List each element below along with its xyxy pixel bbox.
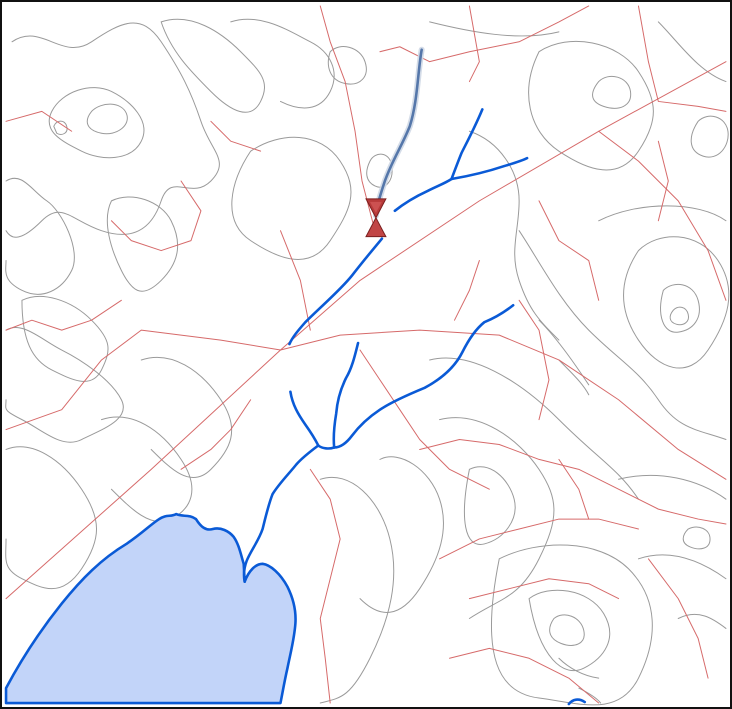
road-line xyxy=(5,110,73,132)
contour-line xyxy=(528,40,654,171)
contour-line xyxy=(623,236,730,369)
contour-line xyxy=(669,306,690,326)
contour-line xyxy=(463,466,516,545)
road-line xyxy=(110,180,202,252)
contour-line xyxy=(637,554,727,580)
contour-line xyxy=(690,115,729,158)
marker-highlight xyxy=(369,201,382,213)
stream-tributary[interactable] xyxy=(289,390,320,447)
road-line xyxy=(449,647,600,704)
contour-line xyxy=(558,657,600,679)
contour-line xyxy=(5,446,98,589)
contour-line xyxy=(429,357,639,500)
stream-main[interactable] xyxy=(288,237,384,346)
road-line xyxy=(309,468,341,704)
contour-line xyxy=(319,477,395,704)
contour-line xyxy=(618,474,727,500)
road-line xyxy=(5,329,281,431)
road-line xyxy=(454,260,480,321)
marker-bottom-triangle xyxy=(365,216,387,238)
road-line xyxy=(598,130,727,301)
contour-line xyxy=(359,456,444,613)
road-line xyxy=(5,299,122,331)
road-line xyxy=(647,558,709,679)
contour-line xyxy=(230,18,335,109)
contour-line xyxy=(101,416,193,523)
road-line xyxy=(558,458,590,520)
contour-line xyxy=(549,614,585,646)
contour-line xyxy=(160,18,265,113)
contour-line xyxy=(231,136,352,260)
contour-line xyxy=(429,21,560,37)
road-line xyxy=(319,5,376,232)
contour-line xyxy=(366,153,393,188)
road-line xyxy=(419,439,727,525)
contour-line xyxy=(48,87,145,159)
road-line xyxy=(429,5,590,63)
road-line xyxy=(210,120,262,152)
contour-line xyxy=(682,526,711,550)
contour-line xyxy=(86,103,128,135)
road-layer xyxy=(5,5,727,704)
contour-line xyxy=(5,22,220,238)
contour-line xyxy=(598,205,727,222)
road-line xyxy=(657,140,669,222)
stream-tributary[interactable] xyxy=(450,108,484,181)
road-line xyxy=(468,578,620,600)
contour-line xyxy=(140,356,233,479)
contour-line xyxy=(558,359,590,396)
road-line xyxy=(359,349,490,490)
contour-line xyxy=(5,178,75,295)
hourglass-marker-icon[interactable] xyxy=(365,198,387,238)
contour-line xyxy=(327,46,367,85)
road-line xyxy=(468,5,480,83)
road-line xyxy=(279,329,727,480)
stream-tributary[interactable] xyxy=(332,341,360,449)
road-line xyxy=(279,230,311,331)
contour-line xyxy=(660,283,700,333)
road-line xyxy=(637,5,727,112)
contour-line xyxy=(21,295,109,382)
contour-line xyxy=(528,589,611,672)
contour-line xyxy=(657,21,727,83)
road-line xyxy=(439,518,639,560)
contour-line xyxy=(106,196,179,292)
contour-line xyxy=(592,75,632,109)
contour-layer xyxy=(5,18,730,706)
contour-line xyxy=(518,230,727,441)
stream-tributary[interactable] xyxy=(393,156,529,213)
contour-line xyxy=(468,130,560,341)
contour-line xyxy=(677,613,727,629)
road-line xyxy=(180,399,252,470)
stream-tributary[interactable] xyxy=(332,303,515,449)
stream-edge xyxy=(567,698,587,706)
road-line xyxy=(5,61,727,600)
contour-line xyxy=(578,687,602,704)
contour-line xyxy=(490,544,653,706)
stream-main[interactable] xyxy=(242,444,336,584)
contour-line xyxy=(538,319,590,386)
contour-line xyxy=(53,120,68,135)
lake[interactable] xyxy=(4,512,297,705)
road-line xyxy=(518,299,550,421)
selected-stream[interactable] xyxy=(374,48,423,218)
road-line xyxy=(538,200,600,301)
contour-line xyxy=(5,326,124,443)
contour-line xyxy=(439,417,555,619)
